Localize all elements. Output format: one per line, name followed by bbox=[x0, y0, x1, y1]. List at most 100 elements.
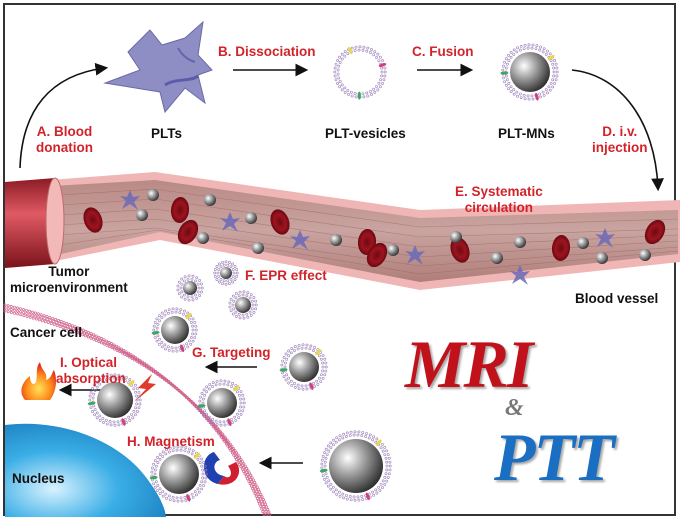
membrane-dot bbox=[19, 313, 23, 317]
membrane-dot bbox=[81, 328, 85, 332]
membrane-dot bbox=[186, 396, 189, 400]
arrow-iv-injection bbox=[571, 69, 664, 192]
membrane-dot bbox=[337, 76, 341, 80]
membrane-dot bbox=[54, 320, 58, 324]
membrane-dot bbox=[77, 329, 81, 333]
membrane-dot bbox=[37, 315, 41, 319]
nanoparticle bbox=[639, 249, 651, 261]
membrane-dot bbox=[518, 48, 522, 52]
membrane-dot bbox=[504, 83, 508, 87]
membrane-dot bbox=[224, 436, 228, 440]
membrane-dot bbox=[239, 458, 243, 461]
membrane-dot bbox=[523, 43, 527, 47]
membrane-dot bbox=[509, 51, 513, 54]
membrane-dot bbox=[266, 507, 270, 511]
membrane-dot bbox=[123, 352, 127, 356]
membrane-dot bbox=[509, 55, 513, 59]
nanoparticle bbox=[387, 244, 399, 256]
membrane-dot bbox=[34, 317, 38, 321]
membrane-dot bbox=[552, 66, 556, 70]
membrane-dot bbox=[542, 93, 546, 97]
membrane-dot bbox=[135, 359, 139, 363]
membrane-dot bbox=[253, 480, 257, 484]
membrane-dot bbox=[260, 507, 264, 511]
membrane-dot bbox=[542, 47, 546, 51]
membrane-dot bbox=[539, 95, 543, 99]
plt-mn-particle bbox=[319, 430, 392, 502]
membrane-dot bbox=[541, 50, 545, 54]
membrane-dot bbox=[380, 70, 384, 74]
membrane-dot bbox=[373, 50, 377, 54]
membrane-dot bbox=[553, 59, 557, 62]
membrane-dot bbox=[334, 62, 338, 66]
membrane-dot bbox=[366, 46, 370, 50]
membrane-dot bbox=[144, 365, 148, 369]
tumor-line1: Tumor bbox=[48, 264, 90, 279]
membrane-dot bbox=[260, 495, 264, 499]
membrane-dot bbox=[365, 91, 369, 95]
membrane-dot bbox=[544, 88, 548, 92]
membrane-dot bbox=[380, 74, 384, 78]
membrane-dot bbox=[268, 512, 272, 516]
membrane-dot bbox=[548, 88, 552, 92]
membrane-dot bbox=[545, 49, 549, 53]
membrane-dot bbox=[515, 50, 519, 54]
membrane-dot bbox=[264, 510, 268, 514]
membrane-dot bbox=[9, 308, 13, 311]
membrane-dot bbox=[516, 46, 519, 50]
step-i-label: I. Optical absorption bbox=[56, 355, 126, 387]
membrane-dot bbox=[57, 321, 61, 325]
membrane-dot bbox=[500, 71, 509, 75]
step-d-line2: injection bbox=[592, 140, 648, 155]
extravasating-particle bbox=[213, 260, 239, 286]
membrane-dot bbox=[354, 45, 358, 49]
membrane-dot bbox=[40, 319, 44, 323]
membrane-dot bbox=[340, 52, 344, 56]
membrane-dot bbox=[78, 332, 82, 336]
extravasating-particle bbox=[228, 290, 258, 320]
membrane-dot bbox=[59, 320, 63, 323]
membrane-dot bbox=[140, 362, 144, 366]
membrane-dot bbox=[343, 90, 347, 94]
membrane-dot bbox=[149, 368, 153, 372]
red-blood-cell bbox=[170, 197, 190, 223]
membrane-dot bbox=[549, 82, 553, 85]
membrane-dot bbox=[383, 70, 387, 74]
membrane-dot bbox=[547, 85, 551, 89]
membrane-dot bbox=[504, 74, 508, 78]
membrane-dot bbox=[262, 512, 266, 516]
membrane-dot bbox=[240, 467, 244, 471]
membrane-dot bbox=[264, 502, 268, 506]
mri-title: MRI bbox=[405, 326, 533, 402]
magnet-icon bbox=[203, 452, 240, 485]
membrane-dot bbox=[212, 422, 216, 426]
nucleus bbox=[5, 423, 166, 517]
membrane-dot bbox=[46, 318, 50, 322]
membrane-dot bbox=[346, 52, 350, 56]
membrane-dot bbox=[372, 87, 376, 91]
membrane-dot bbox=[357, 91, 361, 100]
membrane-dot bbox=[215, 426, 219, 430]
membrane-dot bbox=[340, 83, 344, 87]
membrane-dot bbox=[531, 43, 535, 47]
membrane-dot bbox=[338, 80, 342, 83]
membrane-dot bbox=[242, 469, 246, 473]
membrane-dot bbox=[16, 312, 20, 316]
membrane-dot bbox=[66, 325, 70, 328]
membrane-dot bbox=[522, 47, 526, 51]
membrane-dot bbox=[258, 490, 262, 494]
step-h-label: H. Magnetism bbox=[127, 434, 215, 449]
platelet bbox=[510, 265, 530, 285]
membrane-dot bbox=[527, 97, 531, 101]
membrane-dot bbox=[142, 364, 146, 368]
membrane-dot bbox=[70, 328, 73, 332]
membrane-dot bbox=[347, 93, 350, 96]
membrane-dot bbox=[69, 326, 73, 329]
membrane-dot bbox=[84, 329, 88, 333]
membrane-dot bbox=[523, 97, 527, 101]
membrane-dot bbox=[199, 409, 203, 412]
membrane-dot bbox=[515, 90, 519, 94]
membrane-dot bbox=[173, 386, 177, 389]
membrane-dot bbox=[9, 311, 13, 314]
